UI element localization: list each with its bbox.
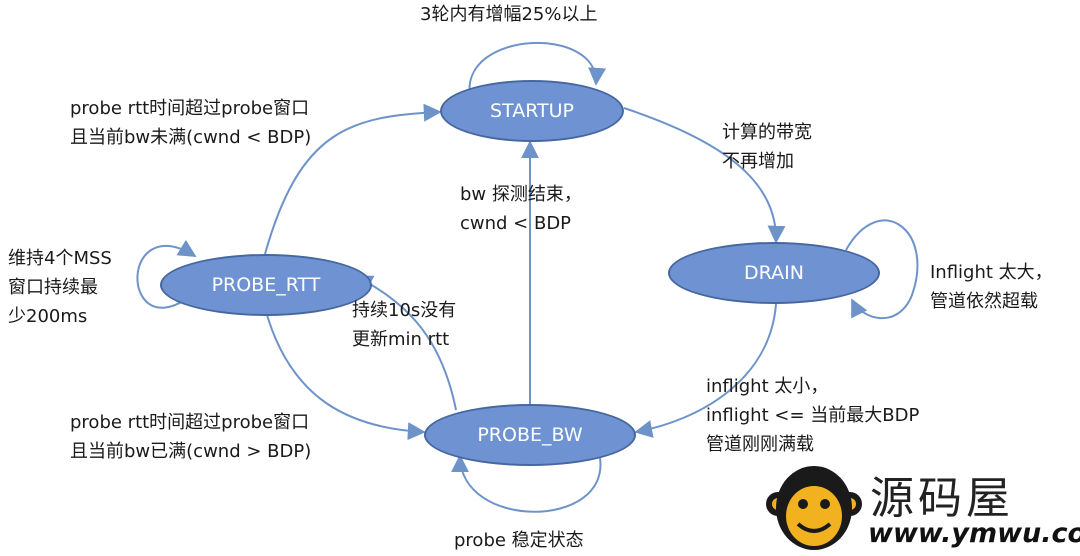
- label-probe-bw-self: probe 稳定状态: [454, 530, 584, 551]
- label-probe-bw-to-startup: bw 探测结束， cwnd < BDP: [460, 184, 582, 234]
- label-drain-self: Inflight 太大， 管道依然超载: [930, 262, 1053, 312]
- edge-startup-self: [468, 41, 607, 97]
- label-probe-rtt-to-probe-bw: probe rtt时间超过probe窗口 且当前bw已满(cwnd > BDP): [70, 412, 312, 462]
- label-drain-to-probe-bw: inflight 太小， inflight <= 当前最大BDP 管道刚刚满载: [706, 376, 920, 455]
- watermark-url: www.ymwu.com: [868, 518, 1080, 549]
- edge-probe-rtt-to-probe-bw: [264, 307, 426, 441]
- watermark-brand: 源码屋: [870, 473, 1014, 524]
- label-startup-to-drain: 计算的带宽 不再增加: [722, 122, 812, 172]
- state-probe-rtt: PROBE_RTT: [160, 254, 372, 316]
- edge-startup-to-drain: [623, 107, 786, 244]
- edge-drain-self: [845, 219, 919, 320]
- edge-probe-bw-self: [451, 454, 602, 513]
- label-startup-self: 3轮内有增幅25%以上: [420, 4, 598, 25]
- label-probe-bw-to-probe-rtt: 持续10s没有 更新min rtt: [352, 300, 457, 350]
- watermark: 源码屋 www.ymwu.com: [760, 460, 1080, 556]
- edge-probe-rtt-to-startup: [264, 103, 442, 255]
- monkey-logo-icon: [766, 466, 862, 550]
- label-probe-rtt-self: 维持4个MSS 窗口持续最 少200ms: [8, 248, 112, 327]
- state-probe-bw: PROBE_BW: [424, 404, 636, 466]
- edge-probe-rtt-self: [136, 239, 197, 309]
- edge-drain-to-probe-bw: [634, 303, 777, 438]
- state-startup: STARTUP: [440, 80, 624, 142]
- state-drain: DRAIN: [668, 242, 880, 304]
- label-probe-rtt-to-startup: probe rtt时间超过probe窗口 且当前bw未满(cwnd < BDP): [70, 98, 312, 148]
